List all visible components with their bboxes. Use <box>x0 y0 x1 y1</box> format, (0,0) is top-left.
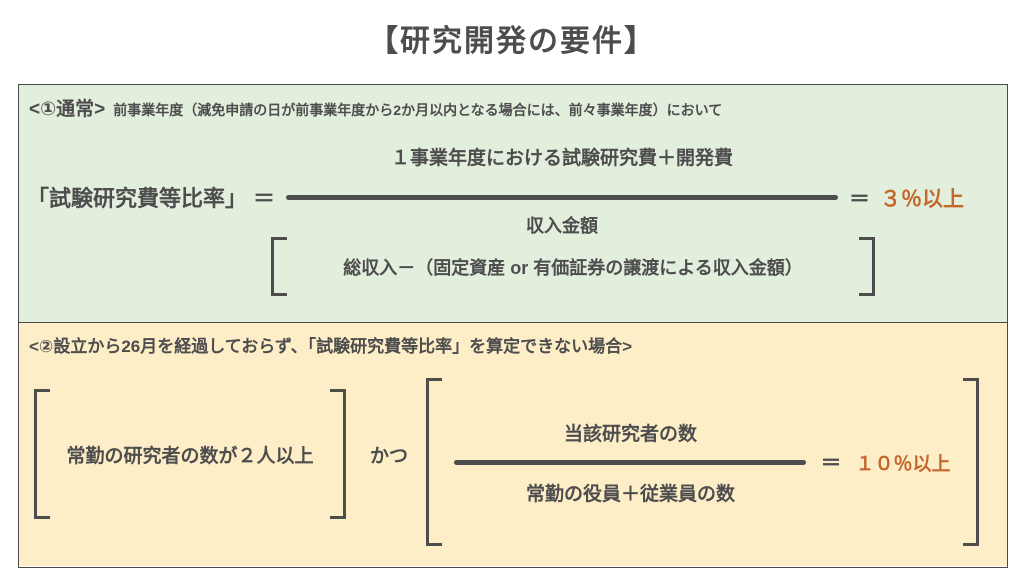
section-normal-case: <①通常> 前事業年度（減免申請の日が前事業年度から2か月以内となる場合には、前… <box>19 85 1007 323</box>
section1-result: ＝ ３％以上 <box>849 183 964 213</box>
page-title: 【研究開発の要件】 <box>368 25 656 58</box>
ratio-lhs: 「試験研究費等比率」 ＝ <box>27 181 275 213</box>
ratio-lhs-equals: ＝ <box>253 186 276 211</box>
section1-denominator-bracket: 総収入－（固定資産 or 有価証券の譲渡による収入金額） <box>271 237 875 296</box>
condition1-bracket: 常勤の研究者の数が２人以上 <box>34 389 346 519</box>
section2-header: <②設立から26月を経過しておらず、「試験研究費等比率」を算定できない場合> <box>29 332 997 357</box>
section1-header: <①通常> 前事業年度（減免申請の日が前事業年度から2か月以内となる場合には、前… <box>29 94 997 121</box>
section2-fraction: 当該研究者の数 常勤の役員＋従業員の数 <box>454 419 807 506</box>
section2-fraction-numerator: 当該研究者の数 <box>563 423 697 445</box>
section1-result-equals: ＝ <box>849 188 870 211</box>
condition1-text: 常勤の研究者の数が２人以上 <box>66 445 314 467</box>
section2-result-equals: ＝ <box>820 452 842 475</box>
section-startup-case: <②設立から26月を経過しておらず、「試験研究費等比率」を算定できない場合> 常… <box>19 323 1007 566</box>
section1-fraction-bar <box>286 195 838 200</box>
requirements-panel: <①通常> 前事業年度（減免申請の日が前事業年度から2か月以内となる場合には、前… <box>18 84 1008 568</box>
section1-fraction-numerator: １事業年度における試験研究費＋開発費 <box>390 148 733 169</box>
condition2-bracket: 当該研究者の数 常勤の役員＋従業員の数 ＝ １０％以上 <box>426 378 979 546</box>
and-connector: かつ <box>369 446 408 467</box>
section2-threshold: １０％以上 <box>855 453 951 475</box>
section1-threshold: ３％以上 <box>880 188 964 211</box>
ratio-lhs-label: 「試験研究費等比率」 <box>27 186 248 211</box>
section2-fraction-bar <box>454 459 807 465</box>
section1-header-label: <①通常> <box>29 99 106 120</box>
section1-denominator-title: 収入金額 <box>526 216 598 236</box>
condition2-content: 当該研究者の数 常勤の役員＋従業員の数 ＝ １０％以上 <box>454 419 951 506</box>
section1-denominator-detail: 総収入－（固定資産 or 有価証券の譲渡による収入金額） <box>343 257 803 278</box>
section1-header-note: 前事業年度（減免申請の日が前事業年度から2か月以内となる場合には、前々事業年度）… <box>113 102 723 118</box>
section2-header-text: <②設立から26月を経過しておらず、「試験研究費等比率」を算定できない場合> <box>29 337 633 356</box>
section2-fraction-denominator: 常勤の役員＋従業員の数 <box>525 483 735 505</box>
